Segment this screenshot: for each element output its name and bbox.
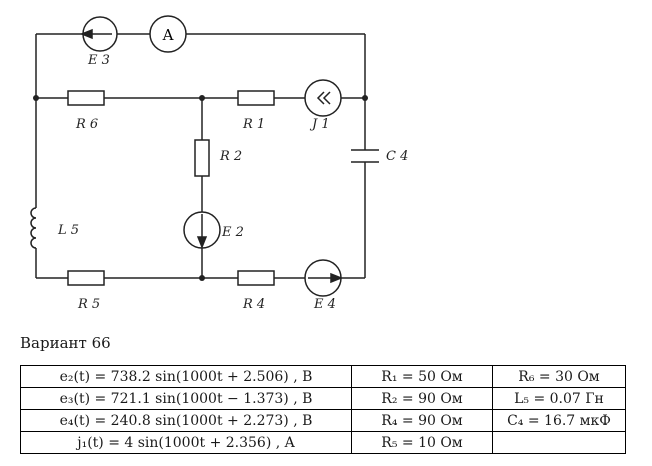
source-e4 bbox=[304, 259, 344, 297]
resistor-r5 bbox=[67, 270, 105, 286]
table-row: e₄(t) = 240.8 sin(1000t + 2.273) , B R₄ … bbox=[20, 409, 626, 432]
current-source-j1 bbox=[304, 79, 342, 117]
source-e3 bbox=[79, 16, 118, 52]
label-c4: C 4 bbox=[386, 149, 408, 164]
label-r5: R 5 bbox=[77, 297, 100, 312]
table-cell: R₄ = 90 Ом bbox=[351, 409, 493, 432]
label-r6: R 6 bbox=[75, 117, 98, 132]
source-e2 bbox=[183, 211, 221, 250]
parameters-table: e₂(t) = 738.2 sin(1000t + 2.506) , B R₁ … bbox=[20, 365, 626, 454]
table-cell: L₅ = 0.07 Гн bbox=[492, 387, 626, 410]
resistor-r1 bbox=[237, 90, 275, 106]
resistor-r6 bbox=[67, 90, 105, 106]
ammeter: A bbox=[149, 15, 187, 53]
label-e3: E 3 bbox=[87, 53, 110, 68]
table-cell: e₄(t) = 240.8 sin(1000t + 2.273) , B bbox=[20, 409, 352, 432]
label-r2: R 2 bbox=[219, 149, 242, 164]
inductor-l5 bbox=[30, 207, 37, 249]
label-e4: E 4 bbox=[313, 297, 336, 312]
capacitor-c4 bbox=[351, 149, 379, 163]
table-row: j₁(t) = 4 sin(1000t + 2.356) , A R₅ = 10… bbox=[20, 431, 626, 454]
table-row: e₂(t) = 738.2 sin(1000t + 2.506) , B R₁ … bbox=[20, 365, 626, 388]
table-cell: R₆ = 30 Ом bbox=[492, 365, 626, 388]
ammeter-label: A bbox=[162, 26, 174, 44]
label-e2: E 2 bbox=[221, 225, 244, 240]
resistor-r4 bbox=[237, 270, 275, 286]
table-row: e₃(t) = 721.1 sin(1000t − 1.373) , B R₂ … bbox=[20, 387, 626, 410]
label-l5: L 5 bbox=[57, 223, 79, 238]
table-cell: C₄ = 16.7 мкФ bbox=[492, 409, 626, 432]
table-cell: e₂(t) = 738.2 sin(1000t + 2.506) , B bbox=[20, 365, 352, 388]
table-cell: R₅ = 10 Ом bbox=[351, 431, 493, 454]
table-cell: R₁ = 50 Ом bbox=[351, 365, 493, 388]
label-j1: J 1 bbox=[309, 117, 330, 132]
table-cell: e₃(t) = 721.1 sin(1000t − 1.373) , B bbox=[20, 387, 352, 410]
label-r4: R 4 bbox=[242, 297, 265, 312]
table-cell: j₁(t) = 4 sin(1000t + 2.356) , A bbox=[20, 431, 352, 454]
resistor-r2 bbox=[194, 139, 210, 177]
label-r1: R 1 bbox=[242, 117, 265, 132]
circuit-diagram: A E 3 R 6 R 1 J 1 bbox=[30, 15, 408, 312]
nodes bbox=[33, 95, 368, 281]
table-cell bbox=[492, 431, 626, 454]
table-cell: R₂ = 90 Ом bbox=[351, 387, 493, 410]
variant-title: Вариант 66 bbox=[20, 334, 111, 352]
